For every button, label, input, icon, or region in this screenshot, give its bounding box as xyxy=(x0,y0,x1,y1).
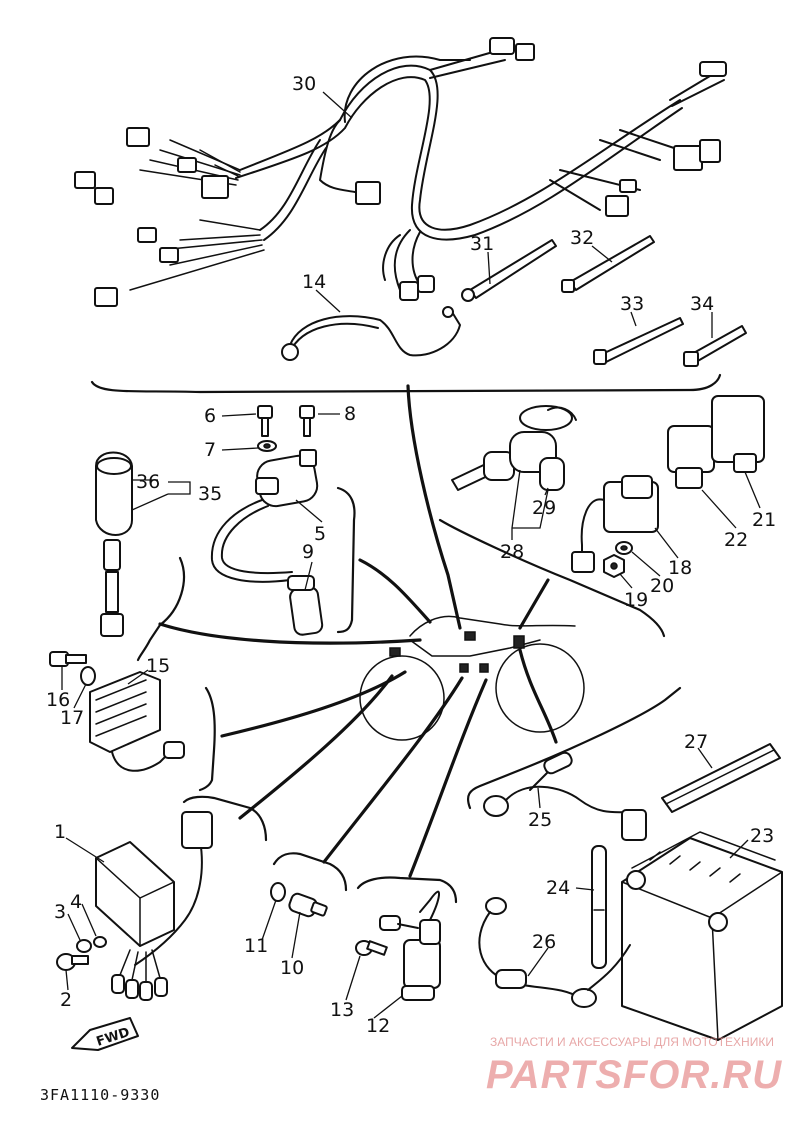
bolt-8[interactable] xyxy=(299,405,315,437)
callout-11: 11 xyxy=(244,935,268,957)
callout-10: 10 xyxy=(280,957,304,979)
ignition-coil[interactable] xyxy=(210,449,320,583)
neutral-switch-10[interactable] xyxy=(288,892,328,918)
callout-19: 19 xyxy=(624,589,648,611)
drawing-code: 3FA1110-9330 xyxy=(40,1086,160,1104)
watermark-brand: PARTSFOR.RU xyxy=(486,1053,782,1097)
breather-pipe-24[interactable] xyxy=(591,845,607,969)
callout-23: 23 xyxy=(750,825,774,847)
callout-29: 29 xyxy=(532,497,556,519)
washer-17[interactable] xyxy=(80,666,96,686)
rectifier-group-bracket xyxy=(198,686,216,792)
callout-27: 27 xyxy=(684,731,708,753)
battery-23[interactable] xyxy=(621,831,783,1041)
bolt-16[interactable] xyxy=(49,651,87,667)
callout-5: 5 xyxy=(314,523,326,545)
lead-wire-14[interactable] xyxy=(281,306,461,361)
callout-13: 13 xyxy=(330,999,354,1021)
relay-group-bracket xyxy=(438,518,666,638)
callout-33: 33 xyxy=(620,293,644,315)
watermark: ЗАПЧАСТИ И АКСЕССУАРЫ ДЛЯ МОТОТЕХНИКИ PA… xyxy=(486,1035,782,1097)
sensor-group-bracket xyxy=(272,852,348,892)
callout-7: 7 xyxy=(204,439,216,461)
switch-group-bracket xyxy=(136,556,185,662)
callout-21: 21 xyxy=(752,509,776,531)
relay-22[interactable] xyxy=(667,425,715,489)
callout-16: 16 xyxy=(46,689,70,711)
relay-18[interactable] xyxy=(571,475,659,573)
main-switch-36[interactable] xyxy=(95,451,133,637)
fwd-arrow: FWD xyxy=(71,1017,139,1051)
watermark-tagline: ЗАПЧАСТИ И АКСЕССУАРЫ ДЛЯ МОТОТЕХНИКИ xyxy=(490,1035,774,1049)
rectifier-regulator-15[interactable] xyxy=(89,671,185,772)
callout-15: 15 xyxy=(146,655,170,677)
washer-20[interactable] xyxy=(615,541,633,555)
washer-3[interactable] xyxy=(76,939,92,953)
callout-31: 31 xyxy=(470,233,494,255)
callout-32: 32 xyxy=(570,227,594,249)
bolt-6[interactable] xyxy=(257,405,273,437)
callout-26: 26 xyxy=(532,931,556,953)
flasher-21[interactable] xyxy=(711,395,765,473)
washer-11[interactable] xyxy=(270,882,286,902)
motorcycle-outline xyxy=(359,615,585,741)
callout-6: 6 xyxy=(204,405,216,427)
callout-30: 30 xyxy=(292,73,316,95)
callout-labels: 30 31 32 33 34 14 6 7 8 36 35 5 9 29 28 … xyxy=(46,73,776,1037)
callout-4: 4 xyxy=(70,891,82,913)
callout-34: 34 xyxy=(690,293,714,315)
callout-leaders xyxy=(61,91,761,1019)
callout-22: 22 xyxy=(724,529,748,551)
callout-25: 25 xyxy=(528,809,552,831)
spark-plug-cap-9[interactable] xyxy=(287,575,324,636)
callout-3: 3 xyxy=(54,901,66,923)
cable-tie-32[interactable] xyxy=(561,235,655,293)
callout-1: 1 xyxy=(54,821,66,843)
nut-19[interactable] xyxy=(603,554,625,578)
starter-relay-12[interactable] xyxy=(379,890,441,1001)
callout-18: 18 xyxy=(668,557,692,579)
starter-relay-group-bracket xyxy=(356,876,458,904)
washer-7[interactable] xyxy=(257,440,277,452)
callout-17: 17 xyxy=(60,707,84,729)
callout-36: 36 xyxy=(136,471,160,493)
cable-tie-31[interactable] xyxy=(461,239,557,302)
negative-lead-26[interactable] xyxy=(478,897,631,1008)
callout-9: 9 xyxy=(302,541,314,563)
callout-28: 28 xyxy=(500,541,524,563)
bolt-13[interactable] xyxy=(355,940,388,956)
coil-group-bracket xyxy=(336,486,356,634)
cdi-unit-1[interactable] xyxy=(95,811,213,1001)
callout-24: 24 xyxy=(546,877,570,899)
callout-20: 20 xyxy=(650,575,674,597)
battery-band-27[interactable] xyxy=(661,743,781,813)
washer-4[interactable] xyxy=(93,936,107,948)
bolt-2[interactable] xyxy=(56,953,89,971)
callout-35: 35 xyxy=(198,483,222,505)
fuel-cap-29[interactable] xyxy=(539,457,565,491)
wire-harness[interactable] xyxy=(74,37,727,307)
top-group-bracket xyxy=(90,373,722,394)
callout-8: 8 xyxy=(344,403,356,425)
cdi-group-bracket xyxy=(182,795,268,842)
cable-tie-33[interactable] xyxy=(593,317,684,365)
callout-12: 12 xyxy=(366,1015,390,1037)
battery-lead-25[interactable] xyxy=(483,751,647,841)
callout-14: 14 xyxy=(302,271,326,293)
cable-tie-34[interactable] xyxy=(683,325,747,367)
battery-group-bracket xyxy=(466,686,682,810)
group-leader-lines xyxy=(158,384,558,878)
callout-2: 2 xyxy=(60,989,72,1011)
